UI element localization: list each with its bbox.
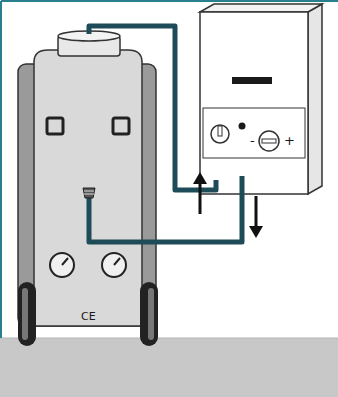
minus-sign: - xyxy=(250,134,255,147)
ce-mark: CE xyxy=(81,311,96,322)
plus-sign: + xyxy=(284,134,295,147)
